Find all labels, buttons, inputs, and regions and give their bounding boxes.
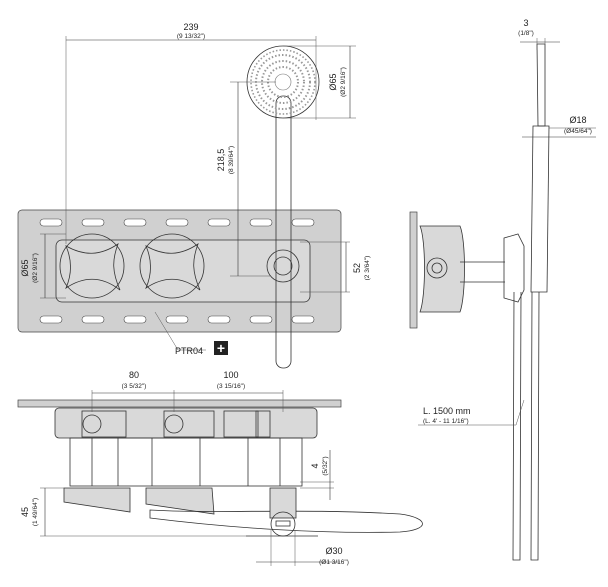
top-view: 80 (3 5/32") 100 (3 15/16") 4 (5/32") 45… [17,370,423,566]
top-body [54,407,318,439]
hose [512,291,540,561]
dim-holder-height-in: (8 39/64") [228,146,235,174]
dim-depth-in: (1 49/64") [32,498,39,526]
top-body-rear [69,437,303,487]
hose-length-in: (L. 4' - 11 1/16") [423,418,469,425]
dim-holder-offset-mm: 52 [352,263,362,273]
dim-plate-proj-mm: 4 [310,463,320,468]
dim-239-mm: 239 [183,22,198,32]
right-knob-handle [145,242,201,291]
side-shower-handle [530,125,550,293]
dim-axis-100-mm: 100 [223,370,238,380]
holder-body [266,249,300,283]
side-holder [503,233,525,303]
top-valve-cartridges [81,410,271,438]
dim-head-dia-mm: Ø65 [328,73,338,90]
dim-head-dia-in: (Ø2 9/16") [340,67,347,97]
dim-holder-height-mm: 218,5 [216,149,226,172]
valve-body [55,239,311,303]
top-trim [63,487,131,513]
side-view: 3 (1/8") Ø18 (Ø45/64") L. 1500 mm (L. 4'… [409,18,596,561]
dim-depth-mm: 45 [20,507,30,517]
dim-axis-80-in: (3 5/32") [122,383,147,390]
dim-head-thick-in: (1/8") [518,30,534,37]
plate-slots [39,218,315,324]
dim-239-in: (9 13/32") [177,33,205,40]
dim-plate-proj-in: (5/32") [322,456,329,475]
left-knob [59,233,125,299]
dim-head-thick-mm: 3 [523,18,528,28]
side-shower-head [536,43,546,127]
dim-outlet-dia-mm: Ø30 [325,546,342,556]
hose-length-mm: L. 1500 mm [423,406,471,416]
side-plate [409,211,418,329]
left-knob-handle [65,242,121,291]
dim-handle-dia-in: (Ø45/64") [564,128,592,135]
dim-handle-dia-mm: Ø18 [569,115,586,125]
ptr04-label: PTR04 [175,346,203,356]
top-plate [17,399,342,408]
right-knob [139,233,205,299]
dim-holder-offset-in: (2 3/64") [364,256,371,281]
top-holder-base [269,487,297,519]
side-knob [426,257,448,279]
dim-axis-100-in: (3 15/16") [217,383,245,390]
front-view: 239 (9 13/32") Ø65 (Ø2 9/16") 218,5 (8 3… [17,22,371,369]
dim-outlet-dia-in: (Ø1 3/16") [319,559,349,566]
hand-shower-handle [275,95,292,369]
ptr04-plus-box [214,341,228,355]
top-holder-arm [149,509,423,533]
dim-knob-dia-mm: Ø65 [20,259,30,276]
dim-axis-80-mm: 80 [129,370,139,380]
ptr04-plus-icon: + [217,340,225,356]
dim-knob-dia-in: (Ø2 9/16") [32,253,39,283]
